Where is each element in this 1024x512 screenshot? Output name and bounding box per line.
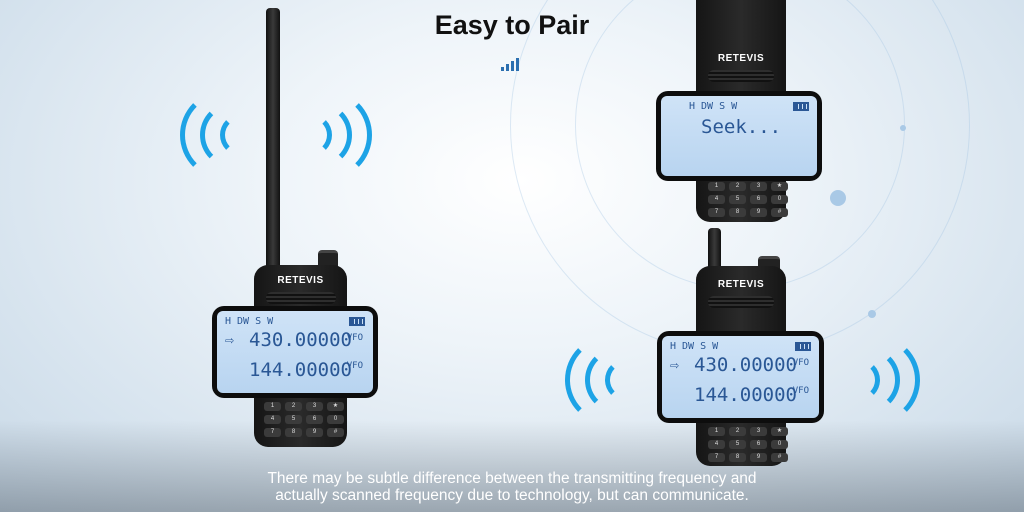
frequency-b: 144.00000 xyxy=(694,384,797,406)
frequency-a: 430.00000 xyxy=(249,329,352,351)
key: 6 xyxy=(750,440,767,449)
radio-wave-icon xyxy=(838,359,880,401)
mode-b: VFO xyxy=(346,361,363,371)
page-title: Easy to Pair xyxy=(434,10,590,40)
key: 0 xyxy=(771,195,788,204)
radio-wave-icon xyxy=(286,102,352,168)
note-line-2: actually scanned frequency due to techno… xyxy=(275,487,749,504)
key: 7 xyxy=(708,208,725,217)
seek-message: Seek... xyxy=(701,116,782,138)
key: 0 xyxy=(327,415,344,424)
battery-icon xyxy=(349,317,365,326)
radio-wave-icon xyxy=(585,347,651,413)
key: 2 xyxy=(285,402,302,411)
brand-logo: RETEVIS xyxy=(277,275,324,286)
radio-wave-icon xyxy=(565,335,655,425)
frequency-a: 430.00000 xyxy=(694,354,797,376)
note-line-1: There may be subtle difference between t… xyxy=(267,470,757,487)
key: 3 xyxy=(306,402,323,411)
key: # xyxy=(771,208,788,217)
key: 5 xyxy=(729,440,746,449)
key: 9 xyxy=(750,453,767,462)
key: 5 xyxy=(729,195,746,204)
bg-dot xyxy=(830,190,846,206)
key: 8 xyxy=(285,428,302,437)
status-line: H DW S W xyxy=(225,316,274,327)
radio-wave-icon xyxy=(282,90,372,180)
radio-wave-icon xyxy=(290,114,332,156)
key: 0 xyxy=(771,440,788,449)
key: 3 xyxy=(750,182,767,191)
lcd-screen: H DW S W Seek... xyxy=(656,91,822,181)
key: 8 xyxy=(729,453,746,462)
brand-logo: RETEVIS xyxy=(717,279,765,290)
battery-icon xyxy=(793,102,809,111)
key: 1 xyxy=(708,427,725,436)
radio-wave-icon xyxy=(220,114,262,156)
frequency-b: 144.00000 xyxy=(249,359,352,381)
key: 9 xyxy=(750,208,767,217)
key: 9 xyxy=(306,428,323,437)
mode-a: VFO xyxy=(346,333,363,343)
key: 4 xyxy=(708,195,725,204)
radio-wave-icon xyxy=(605,359,647,401)
footer-shade xyxy=(0,420,1024,512)
key: 2 xyxy=(729,182,746,191)
status-line: H DW S W xyxy=(689,101,738,112)
lcd-screen: H DW S W ⇨ 430.00000 VFO 144.00000 VFO xyxy=(657,331,824,423)
key: 1 xyxy=(264,402,281,411)
lcd-screen: H DW S W ⇨ 430.00000 VFO 144.00000 VFO xyxy=(212,306,378,398)
mode-a: VFO xyxy=(792,358,809,368)
signal-bars-icon xyxy=(501,58,519,71)
key: 4 xyxy=(708,440,725,449)
mode-b: VFO xyxy=(792,386,809,396)
radio-wave-icon xyxy=(180,90,270,180)
bg-dot xyxy=(900,125,906,131)
key: # xyxy=(327,428,344,437)
radio-wave-icon xyxy=(834,347,900,413)
key: 1 xyxy=(708,182,725,191)
battery-icon xyxy=(795,342,811,351)
key: # xyxy=(771,453,788,462)
key: 6 xyxy=(750,195,767,204)
radio-wave-icon xyxy=(200,102,266,168)
key: ★ xyxy=(327,402,344,411)
bg-dot xyxy=(868,310,876,318)
key: ★ xyxy=(771,427,788,436)
arrow-icon: ⇨ xyxy=(225,331,235,349)
arrow-icon: ⇨ xyxy=(670,356,680,374)
key: 4 xyxy=(264,415,281,424)
key: 6 xyxy=(306,415,323,424)
status-line: H DW S W xyxy=(670,341,719,352)
disclaimer-note: There may be subtle difference between t… xyxy=(0,470,1024,504)
key: ★ xyxy=(771,182,788,191)
key: 2 xyxy=(729,427,746,436)
brand-logo: RETEVIS xyxy=(717,53,765,64)
radio-wave-icon xyxy=(830,335,920,425)
key: 7 xyxy=(708,453,725,462)
key: 5 xyxy=(285,415,302,424)
key: 7 xyxy=(264,428,281,437)
key: 8 xyxy=(729,208,746,217)
key: 3 xyxy=(750,427,767,436)
